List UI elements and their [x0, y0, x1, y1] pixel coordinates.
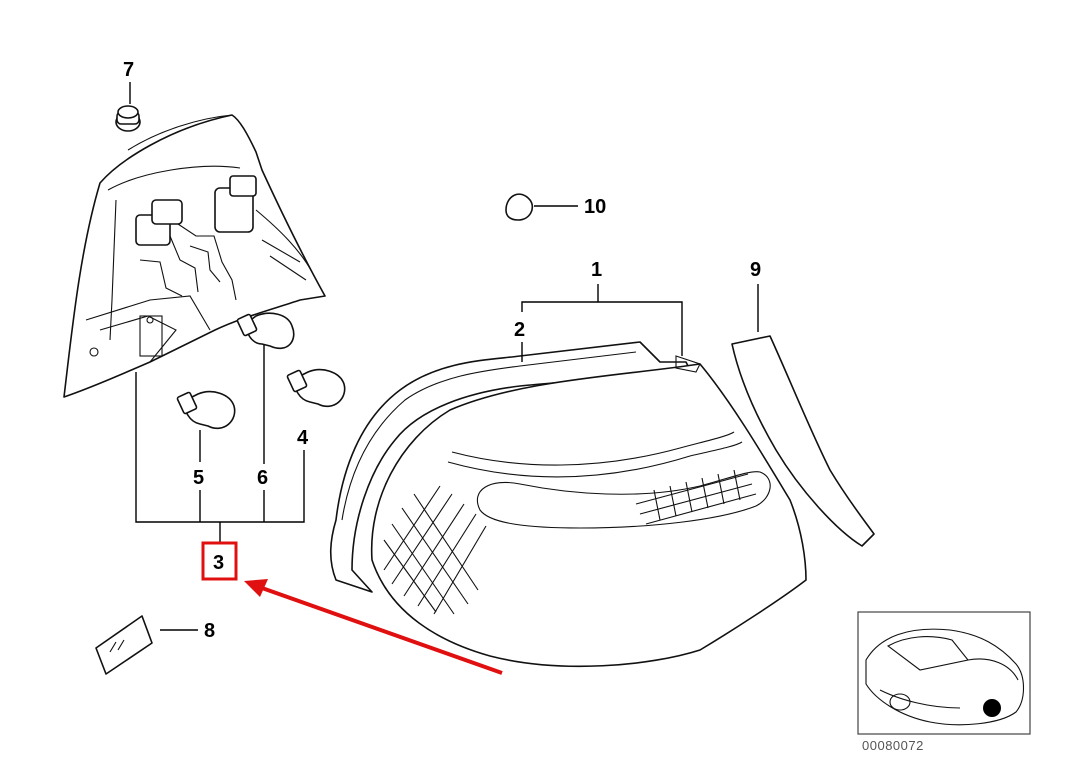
part-8-film [95, 615, 198, 675]
highlight-arrow-shaft [261, 586, 503, 675]
reflector-grid [383, 469, 757, 615]
highlight-box [201, 541, 238, 581]
highlight-part-3 [201, 541, 503, 675]
leader-lines [135, 284, 683, 542]
part-4-bulb [286, 368, 346, 408]
callouts: 7 10 1 9 2 4 5 6 3 8 [123, 59, 761, 642]
part-5-bulb [176, 390, 236, 430]
catalog-number: 00080072 [862, 738, 924, 753]
locator-inset: 00080072 [857, 611, 1031, 753]
part-7-grommet [115, 82, 141, 132]
callout-8: 8 [204, 620, 215, 642]
callout-9: 9 [750, 259, 761, 281]
callout-3: 3 [213, 552, 224, 574]
bulb-carrier [63, 114, 326, 398]
callout-2: 2 [514, 319, 525, 341]
locator-marker [983, 699, 1001, 717]
highlight-arrow-head [244, 579, 268, 597]
callout-7: 7 [123, 59, 134, 81]
callout-1: 1 [591, 259, 602, 281]
part-9-strip [731, 284, 875, 547]
part-10-cap [505, 193, 578, 221]
callout-4: 4 [297, 427, 309, 449]
callout-5: 5 [193, 467, 204, 489]
callout-10: 10 [584, 196, 606, 218]
part-1-tail-light [370, 355, 807, 668]
callout-6: 6 [257, 467, 268, 489]
part-6-bulb [236, 312, 295, 350]
